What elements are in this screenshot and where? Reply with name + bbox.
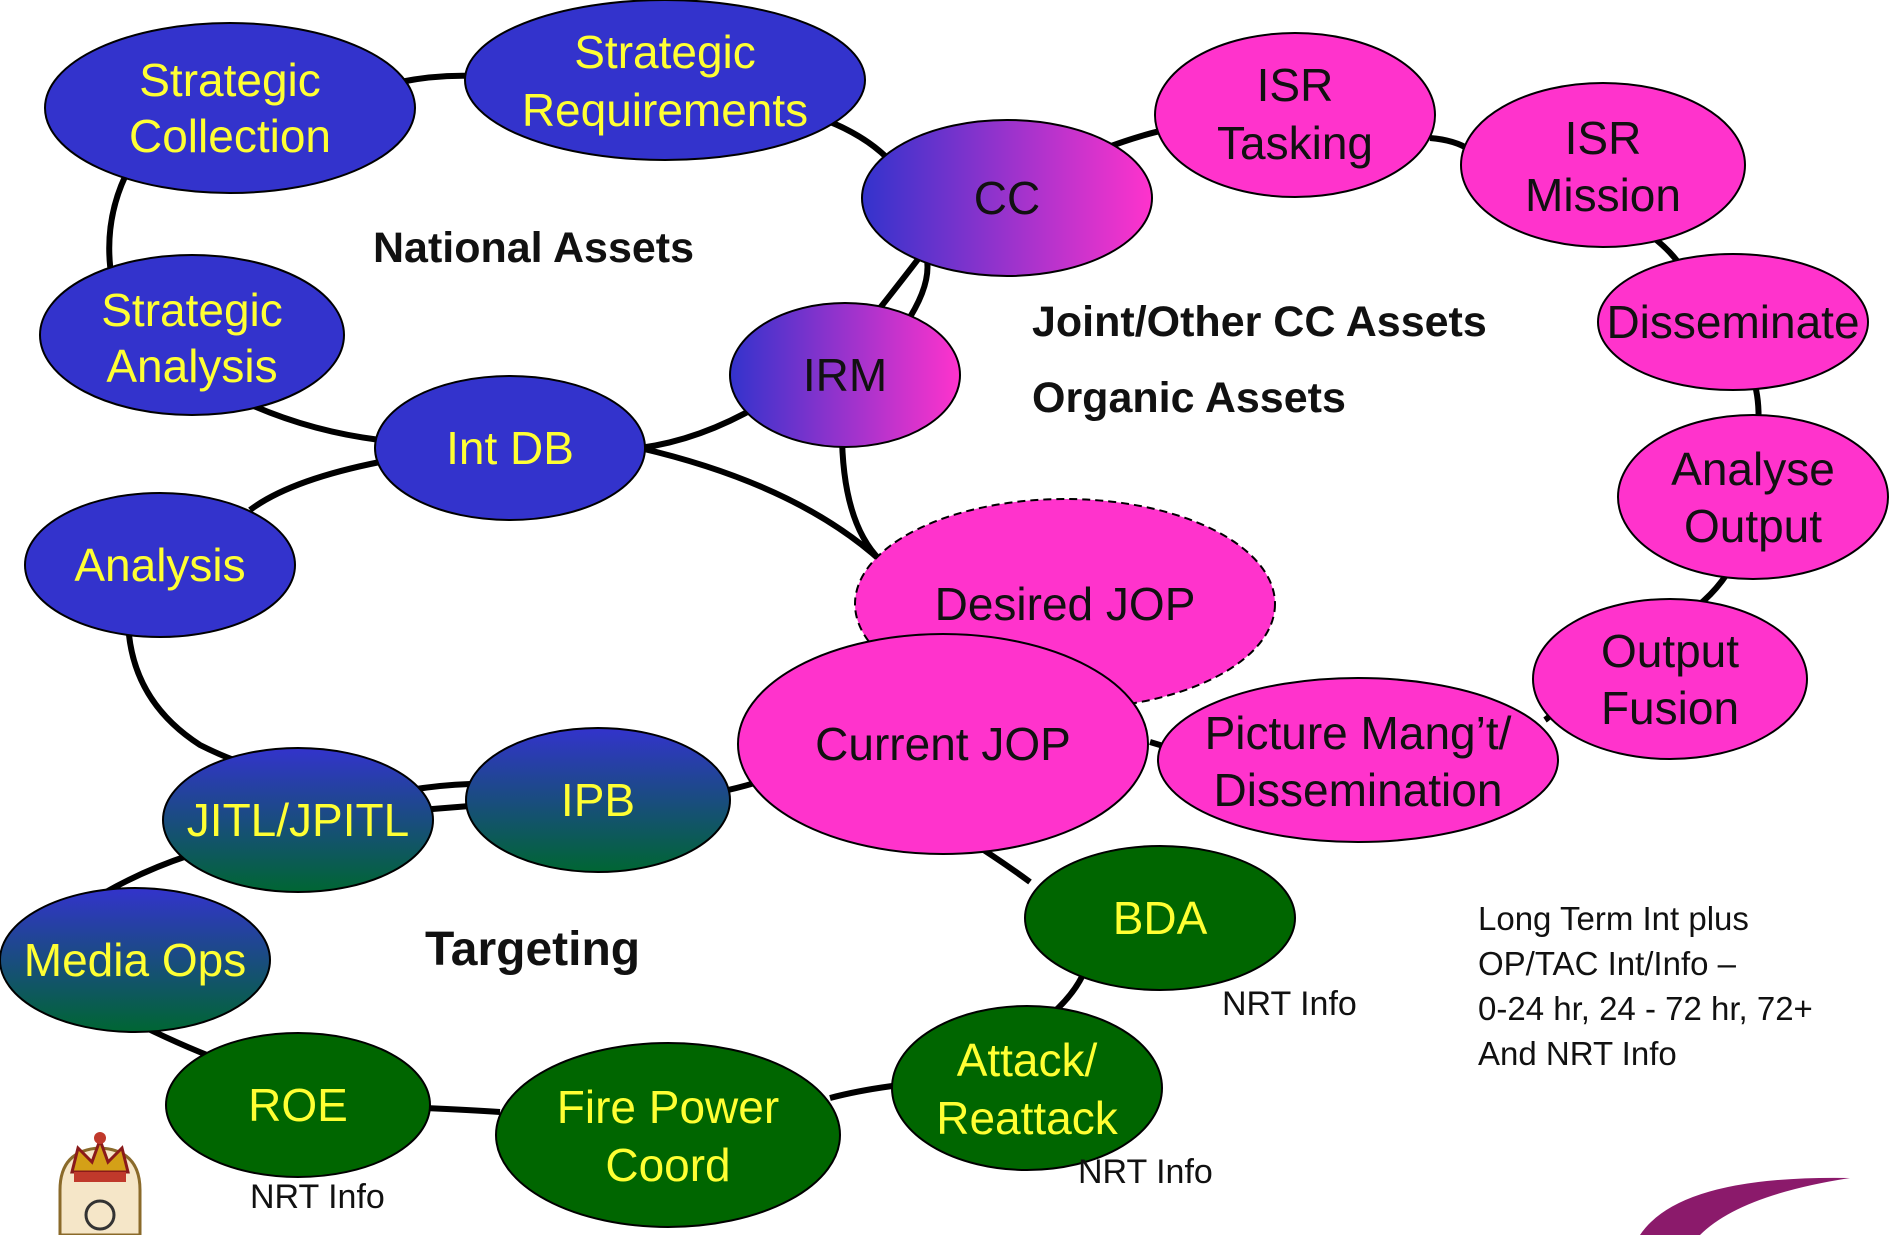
region-label-organic: Organic Assets bbox=[1032, 374, 1346, 422]
disseminate-label: Disseminate bbox=[1606, 296, 1859, 348]
strategic-requirements-line-2: Requirements bbox=[522, 84, 808, 136]
bda-label: BDA bbox=[1113, 892, 1208, 944]
isr-tasking-line-1: ISR bbox=[1257, 59, 1334, 111]
output-fusion-line-2: Fusion bbox=[1601, 682, 1739, 734]
cc-label: CC bbox=[974, 172, 1040, 224]
strategic-collection-line-1: Strategic bbox=[139, 54, 321, 106]
fire-power-line-2: Coord bbox=[605, 1139, 730, 1191]
strategic-collection-line-2: Collection bbox=[129, 110, 331, 162]
note-line-3: 0-24 hr, 24 - 72 hr, 72+ bbox=[1478, 990, 1813, 1027]
crest-logo bbox=[58, 1132, 142, 1235]
node-disseminate[interactable]: Disseminate bbox=[1597, 253, 1869, 391]
svg-text:Attack/Reattack: Attack/Reattack bbox=[936, 1034, 1119, 1144]
isr-mission-line-1: ISR bbox=[1565, 112, 1642, 164]
region-label-targeting: Targeting bbox=[425, 923, 640, 976]
region-label-national: National Assets bbox=[373, 224, 694, 272]
strategic-analysis-line-2: Analysis bbox=[106, 340, 277, 392]
node-cc[interactable]: CC bbox=[861, 119, 1153, 277]
media-ops-label: Media Ops bbox=[24, 934, 246, 986]
desired-jop-label: Desired JOP bbox=[935, 578, 1196, 630]
current-jop-label: Current JOP bbox=[815, 718, 1071, 770]
node-isr-tasking[interactable]: ISR Tasking bbox=[1154, 32, 1436, 198]
ipb-label: IPB bbox=[561, 774, 635, 826]
link-firepower-attack bbox=[829, 1082, 901, 1101]
analyse-output-line-1: Analyse bbox=[1671, 443, 1835, 495]
link-analysis-jitl bbox=[125, 619, 251, 768]
picture-mangt-line-1: Picture Mang’t/ bbox=[1205, 707, 1512, 759]
note-line-1: Long Term Int plus bbox=[1478, 900, 1749, 937]
node-media-ops[interactable]: Media Ops bbox=[0, 887, 271, 1033]
attack-line-2: Reattack bbox=[936, 1092, 1119, 1144]
node-jitl-jpitl[interactable]: JITL/JPITL bbox=[162, 747, 434, 893]
node-ipb[interactable]: IPB bbox=[465, 727, 731, 873]
strategic-requirements-line-1: Strategic bbox=[574, 26, 756, 78]
note-line-2: OP/TAC Int/Info – bbox=[1478, 945, 1737, 982]
int-db-label: Int DB bbox=[446, 422, 574, 474]
jitl-label: JITL/JPITL bbox=[187, 794, 409, 846]
output-fusion-line-1: Output bbox=[1601, 625, 1739, 677]
link-intdb-irm bbox=[639, 402, 762, 451]
link-intdb-analysis bbox=[248, 459, 381, 513]
node-analysis[interactable]: Analysis bbox=[24, 492, 296, 638]
link-roe-firepower bbox=[424, 1105, 501, 1115]
node-current-jop[interactable]: Current JOP bbox=[737, 633, 1149, 855]
attack-line-1: Attack/ bbox=[957, 1034, 1098, 1086]
note-line-4: And NRT Info bbox=[1478, 1035, 1677, 1072]
link-intdb-desiredjop bbox=[639, 445, 908, 588]
node-roe[interactable]: ROE bbox=[165, 1032, 431, 1178]
analyse-output-line-2: Output bbox=[1684, 500, 1822, 552]
roe-label: ROE bbox=[248, 1079, 348, 1131]
nrt-info-bda: NRT Info bbox=[1222, 985, 1357, 1023]
node-int-db[interactable]: Int DB bbox=[374, 375, 646, 521]
isr-mission-line-2: Mission bbox=[1525, 169, 1681, 221]
irm-label: IRM bbox=[803, 349, 887, 401]
analysis-label: Analysis bbox=[74, 539, 245, 591]
node-bda[interactable]: BDA bbox=[1024, 845, 1296, 991]
svg-text:Picture Mang’t/Dissemination: Picture Mang’t/Dissemination bbox=[1205, 707, 1512, 816]
strategic-analysis-line-1: Strategic bbox=[101, 284, 283, 336]
node-attack-reattack[interactable]: Attack/Reattack bbox=[891, 1005, 1163, 1171]
time-horizon-note: Long Term Int plus OP/TAC Int/Info – 0-2… bbox=[1478, 900, 1822, 1072]
node-picture-mangt[interactable]: Picture Mang’t/Dissemination bbox=[1157, 677, 1559, 843]
nrt-info-attack: NRT Info bbox=[1078, 1153, 1213, 1191]
node-irm[interactable]: IRM bbox=[729, 302, 961, 448]
picture-mangt-line-2: Dissemination bbox=[1214, 764, 1503, 816]
nrt-info-roe: NRT Info bbox=[250, 1178, 385, 1216]
isr-tasking-line-2: Tasking bbox=[1217, 117, 1373, 169]
fire-power-line-1: Fire Power bbox=[557, 1081, 779, 1133]
region-label-joint: Joint/Other CC Assets bbox=[1032, 298, 1487, 346]
swoosh-logo bbox=[1640, 1177, 1850, 1235]
